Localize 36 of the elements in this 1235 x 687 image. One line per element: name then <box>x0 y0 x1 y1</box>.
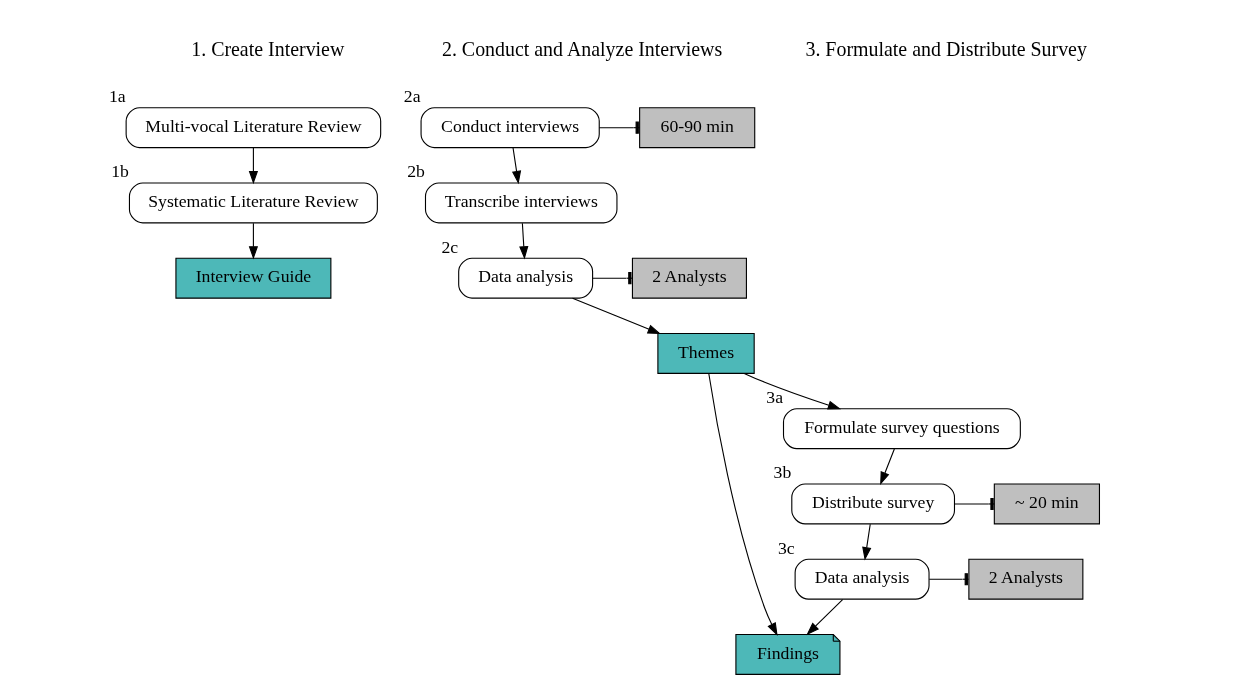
node-box: Distribute survey <box>791 483 956 525</box>
node-box: 60-90 min <box>639 107 756 149</box>
node-box: Multi-vocal Literature Review <box>125 107 382 149</box>
node-label: 2c <box>441 236 459 257</box>
label: 3. Formulate and Distribute Survey <box>805 38 1087 61</box>
arrow <box>862 523 872 561</box>
label: 1. Create Interview <box>191 38 345 61</box>
node-label: 3a <box>766 387 783 408</box>
label: 2. Conduct and Analyze Interviews <box>441 38 723 61</box>
arrow <box>743 372 842 410</box>
arrow <box>511 147 522 185</box>
node-box: 2 Analysts <box>631 257 747 299</box>
connector <box>954 497 995 511</box>
node-box: Interview Guide <box>175 257 332 299</box>
node-box: Conduct interviews <box>420 107 600 149</box>
node-label: 2a <box>403 86 421 107</box>
node-box: 2 Analysts <box>968 558 1084 600</box>
arrow <box>572 297 661 335</box>
arrow <box>708 372 778 636</box>
arrow <box>806 598 844 636</box>
node-box: ~ 20 min <box>993 483 1100 525</box>
arrow <box>248 222 259 260</box>
node-box: Data analysis <box>458 257 594 299</box>
arrow <box>880 448 895 486</box>
node-box: Themes <box>657 333 755 374</box>
node-box: Transcribe interviews <box>424 182 618 224</box>
node-label: 3c <box>777 537 795 558</box>
node-label: 2b <box>407 161 425 182</box>
node-label: 1b <box>111 161 129 182</box>
arrow <box>248 147 259 185</box>
node-label: 1a <box>108 86 126 107</box>
arrow <box>519 222 529 260</box>
node-box: Data analysis <box>794 558 930 600</box>
node-box: Formulate survey questions <box>782 408 1021 450</box>
node-label: 3b <box>773 462 792 483</box>
node-box: Systematic Literature Review <box>128 182 378 224</box>
